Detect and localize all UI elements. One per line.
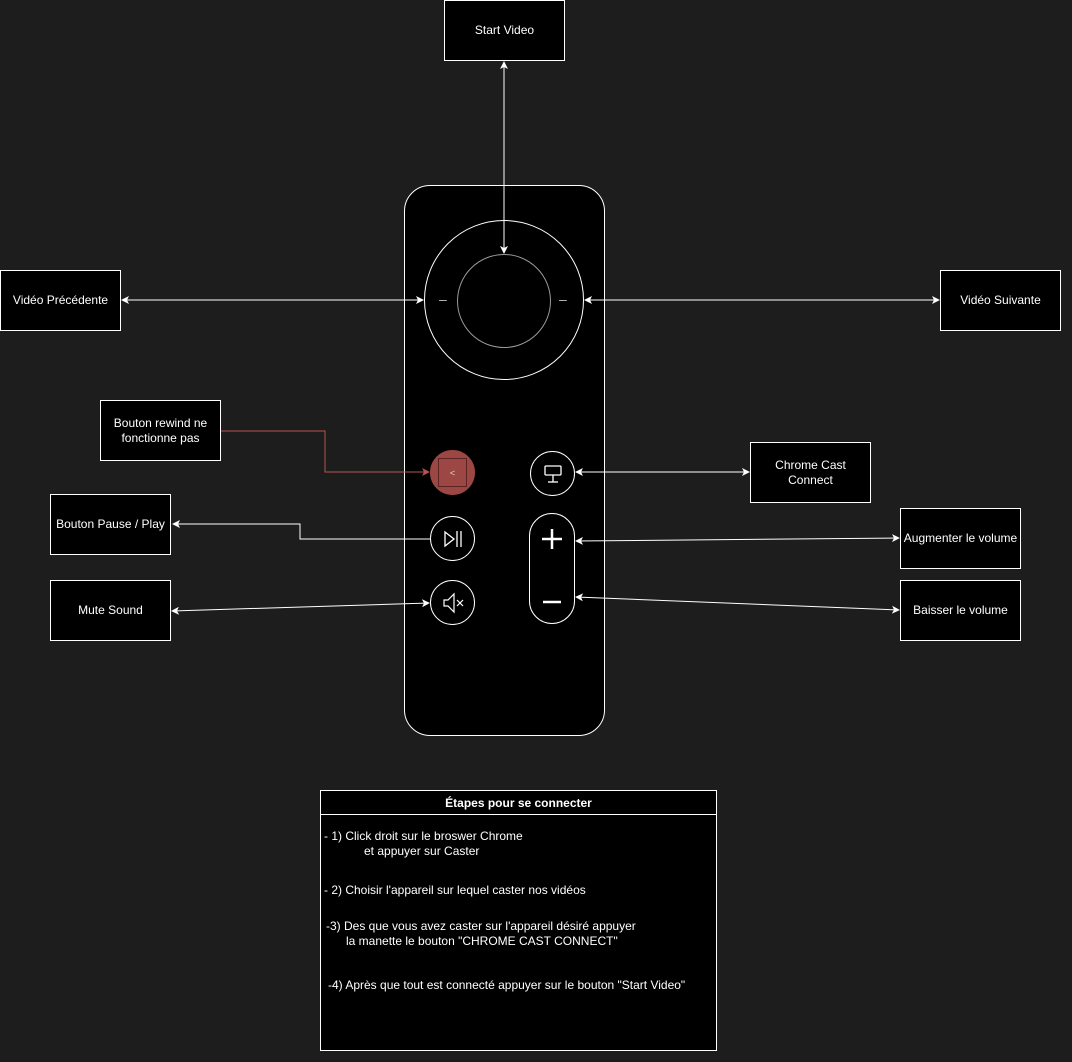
volume-up-label: Augmenter le volume <box>903 531 1018 545</box>
steps-panel: Étapes pour se connecter - 1) Click droi… <box>320 790 717 1051</box>
connector-mute <box>171 599 430 615</box>
pause-play-label: Bouton Pause / Play <box>56 517 165 531</box>
minus-icon[interactable] <box>542 599 562 605</box>
chrome-cast-button[interactable] <box>530 451 575 496</box>
center-button[interactable] <box>457 254 551 348</box>
volume-down-label: Baisser le volume <box>913 603 1008 617</box>
step-item: - 2) Choisir l'appareil sur lequel caste… <box>324 883 586 897</box>
start-video-box: Start Video <box>444 0 565 61</box>
connector-volume-down <box>575 593 900 614</box>
mute-box: Mute Sound <box>50 580 171 641</box>
rewind-symbol: < <box>449 467 456 478</box>
volume-down-box: Baisser le volume <box>900 580 1021 641</box>
volume-up-box: Augmenter le volume <box>900 508 1021 569</box>
rewind-button[interactable]: < <box>430 450 475 495</box>
chrome-cast-label: Chrome Cast Connect <box>775 457 846 487</box>
ring-left-symbol: – <box>439 291 447 307</box>
connector-rewind <box>221 430 430 476</box>
step-item: - 1) Click droit sur le broswer Chrome e… <box>324 829 523 858</box>
connector-pause-play <box>172 520 430 540</box>
mute-label: Mute Sound <box>78 603 143 617</box>
step-item: -4) Après que tout est connecté appuyer … <box>328 978 686 992</box>
rewind-icon: < <box>438 458 467 487</box>
plus-icon[interactable] <box>540 527 564 551</box>
start-video-label: Start Video <box>474 23 535 37</box>
video-suivante-box: Vidéo Suivante <box>940 270 1061 331</box>
play-pause-icon <box>443 530 462 547</box>
rewind-note-box: Bouton rewind ne fonctionne pas <box>100 400 221 461</box>
play-pause-button[interactable] <box>430 516 475 561</box>
steps-title: Étapes pour se connecter <box>321 791 716 815</box>
video-precedente-box: Vidéo Précédente <box>0 270 121 331</box>
speaker-mute-icon <box>442 592 463 613</box>
mute-button[interactable] <box>430 580 475 625</box>
pause-play-box: Bouton Pause / Play <box>50 494 171 555</box>
ring-right-symbol: – <box>559 291 567 307</box>
step-item: -3) Des que vous avez caster sur l'appar… <box>326 919 636 948</box>
chrome-cast-box: Chrome Cast Connect <box>750 442 871 503</box>
connector-volume-up <box>575 534 900 545</box>
video-suivante-label: Vidéo Suivante <box>960 293 1041 307</box>
cast-screen-icon <box>543 464 562 483</box>
rewind-note-label: Bouton rewind ne fonctionne pas <box>113 415 208 445</box>
video-precedente-label: Vidéo Précédente <box>12 293 109 307</box>
